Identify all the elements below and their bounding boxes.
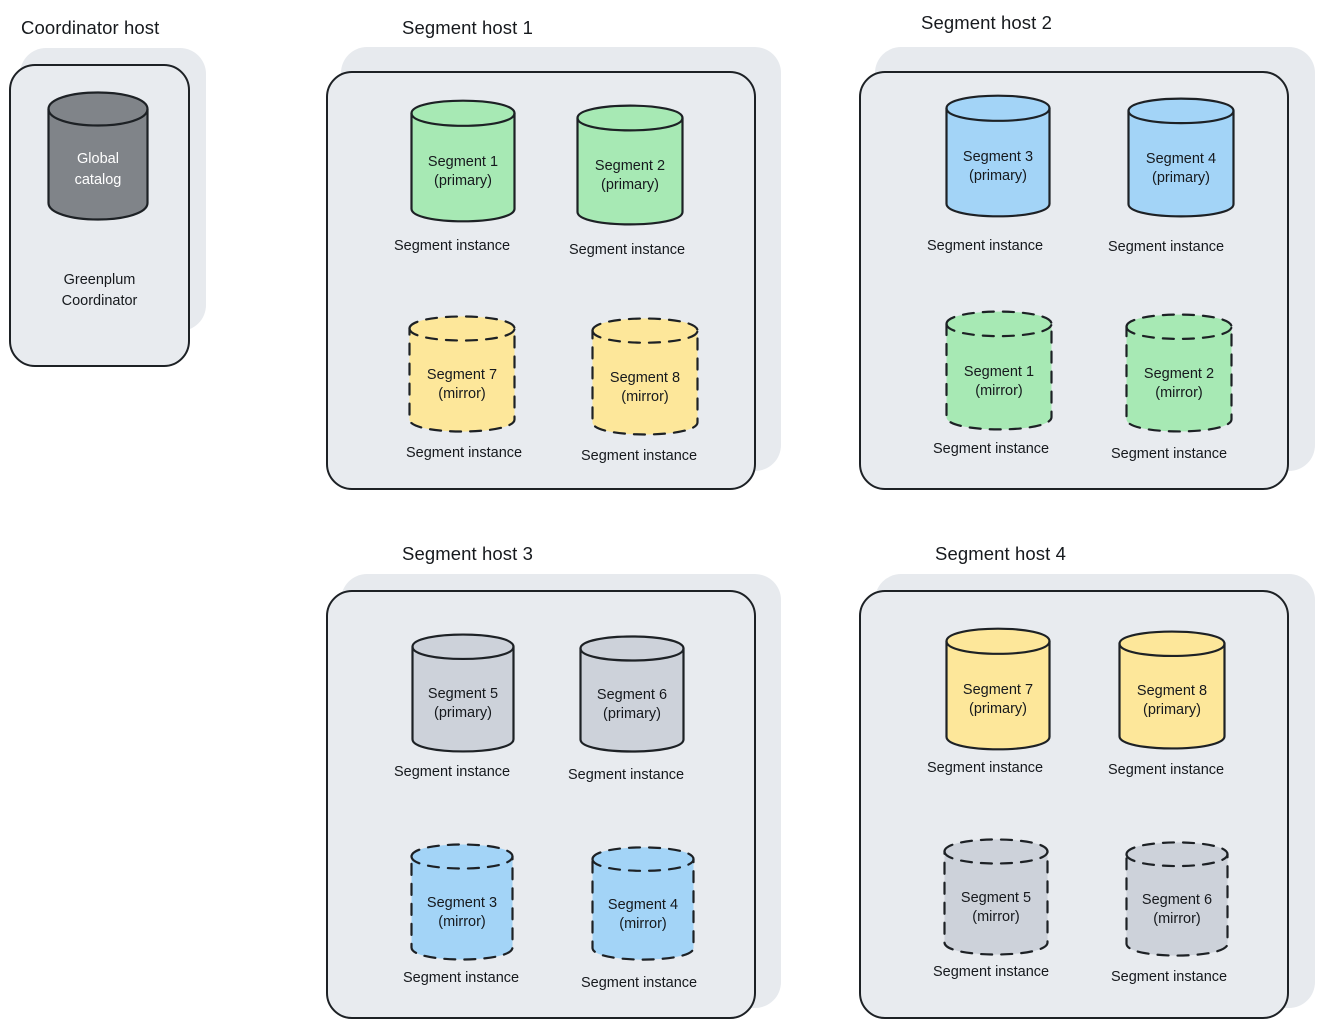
segment-instance-caption: Segment instance — [1111, 446, 1228, 462]
segment-host-2-segment-3[interactable]: Segment 1(mirror) — [944, 305, 1054, 436]
segment-host-1-segment-3[interactable]: Segment 7(mirror) — [407, 310, 517, 438]
segment-instance-caption: Segment instance — [394, 764, 511, 780]
segment-instance-caption: Segment instance — [1108, 239, 1225, 255]
coordinator-host-title: Coordinator host — [21, 17, 160, 38]
mirror-cylinder-icon — [407, 310, 517, 438]
segment-host-2-segment-1[interactable]: Segment 3(primary) — [944, 89, 1052, 223]
segment-instance-caption: Segment instance — [927, 760, 1044, 776]
mirror-cylinder-icon — [1124, 836, 1230, 962]
mirror-cylinder-icon — [942, 833, 1050, 961]
primary-cylinder-icon — [1126, 92, 1236, 223]
segment-instance-caption: Segment instance — [1108, 762, 1225, 778]
segment-host-1-segment-1[interactable]: Segment 1(primary) — [409, 94, 517, 228]
segment-instance-caption: Segment instance — [406, 445, 523, 461]
segment-host-1-segment-4[interactable]: Segment 8(mirror) — [590, 312, 700, 441]
segment-instance-caption: Segment instance — [933, 964, 1050, 980]
segment-host-3-segment-1[interactable]: Segment 5(primary) — [410, 628, 516, 758]
segment-host-4-segment-4[interactable]: Segment 6(mirror) — [1124, 836, 1230, 962]
segment-instance-caption: Segment instance — [581, 975, 698, 991]
coordinator-caption-line2: Coordinator — [61, 293, 138, 309]
segment-instance-caption: Segment instance — [569, 242, 686, 258]
segment-host-2-segment-4[interactable]: Segment 2(mirror) — [1124, 308, 1234, 438]
cylinder-shape — [46, 90, 150, 222]
segment-host-3-segment-3[interactable]: Segment 3(mirror) — [409, 838, 515, 966]
primary-cylinder-icon — [575, 99, 685, 231]
mirror-cylinder-icon — [944, 305, 1054, 436]
segment-instance-caption: Segment instance — [568, 767, 685, 783]
segment-host-4-title: Segment host 4 — [935, 543, 1066, 564]
primary-cylinder-icon — [410, 628, 516, 758]
global-catalog-cylinder[interactable]: Global catalog — [46, 90, 150, 222]
segment-host-4-segment-2[interactable]: Segment 8(primary) — [1117, 625, 1227, 755]
segment-instance-caption: Segment instance — [403, 970, 520, 986]
segment-instance-caption: Segment instance — [933, 441, 1050, 457]
segment-host-4-segment-1[interactable]: Segment 7(primary) — [944, 622, 1052, 756]
segment-instance-caption: Segment instance — [394, 238, 511, 254]
primary-cylinder-icon — [578, 630, 686, 758]
segment-host-1-segment-2[interactable]: Segment 2(primary) — [575, 99, 685, 231]
segment-host-2-segment-2[interactable]: Segment 4(primary) — [1126, 92, 1236, 223]
segment-host-1-title: Segment host 1 — [402, 17, 533, 38]
segment-host-3-segment-2[interactable]: Segment 6(primary) — [578, 630, 686, 758]
segment-host-3-segment-4[interactable]: Segment 4(mirror) — [590, 841, 696, 966]
mirror-cylinder-icon — [590, 312, 700, 441]
segment-host-3-title: Segment host 3 — [402, 543, 533, 564]
segment-instance-caption: Segment instance — [1111, 969, 1228, 985]
primary-cylinder-icon — [944, 622, 1052, 756]
mirror-cylinder-icon — [1124, 308, 1234, 438]
primary-cylinder-icon — [944, 89, 1052, 223]
mirror-cylinder-icon — [409, 838, 515, 966]
primary-cylinder-icon — [409, 94, 517, 228]
mirror-cylinder-icon — [590, 841, 696, 966]
segment-instance-caption: Segment instance — [581, 448, 698, 464]
segment-instance-caption: Segment instance — [927, 238, 1044, 254]
segment-host-2-title: Segment host 2 — [921, 12, 1052, 33]
coordinator-caption-line1: Greenplum — [63, 272, 136, 288]
primary-cylinder-icon — [1117, 625, 1227, 755]
segment-host-4-segment-3[interactable]: Segment 5(mirror) — [942, 833, 1050, 961]
